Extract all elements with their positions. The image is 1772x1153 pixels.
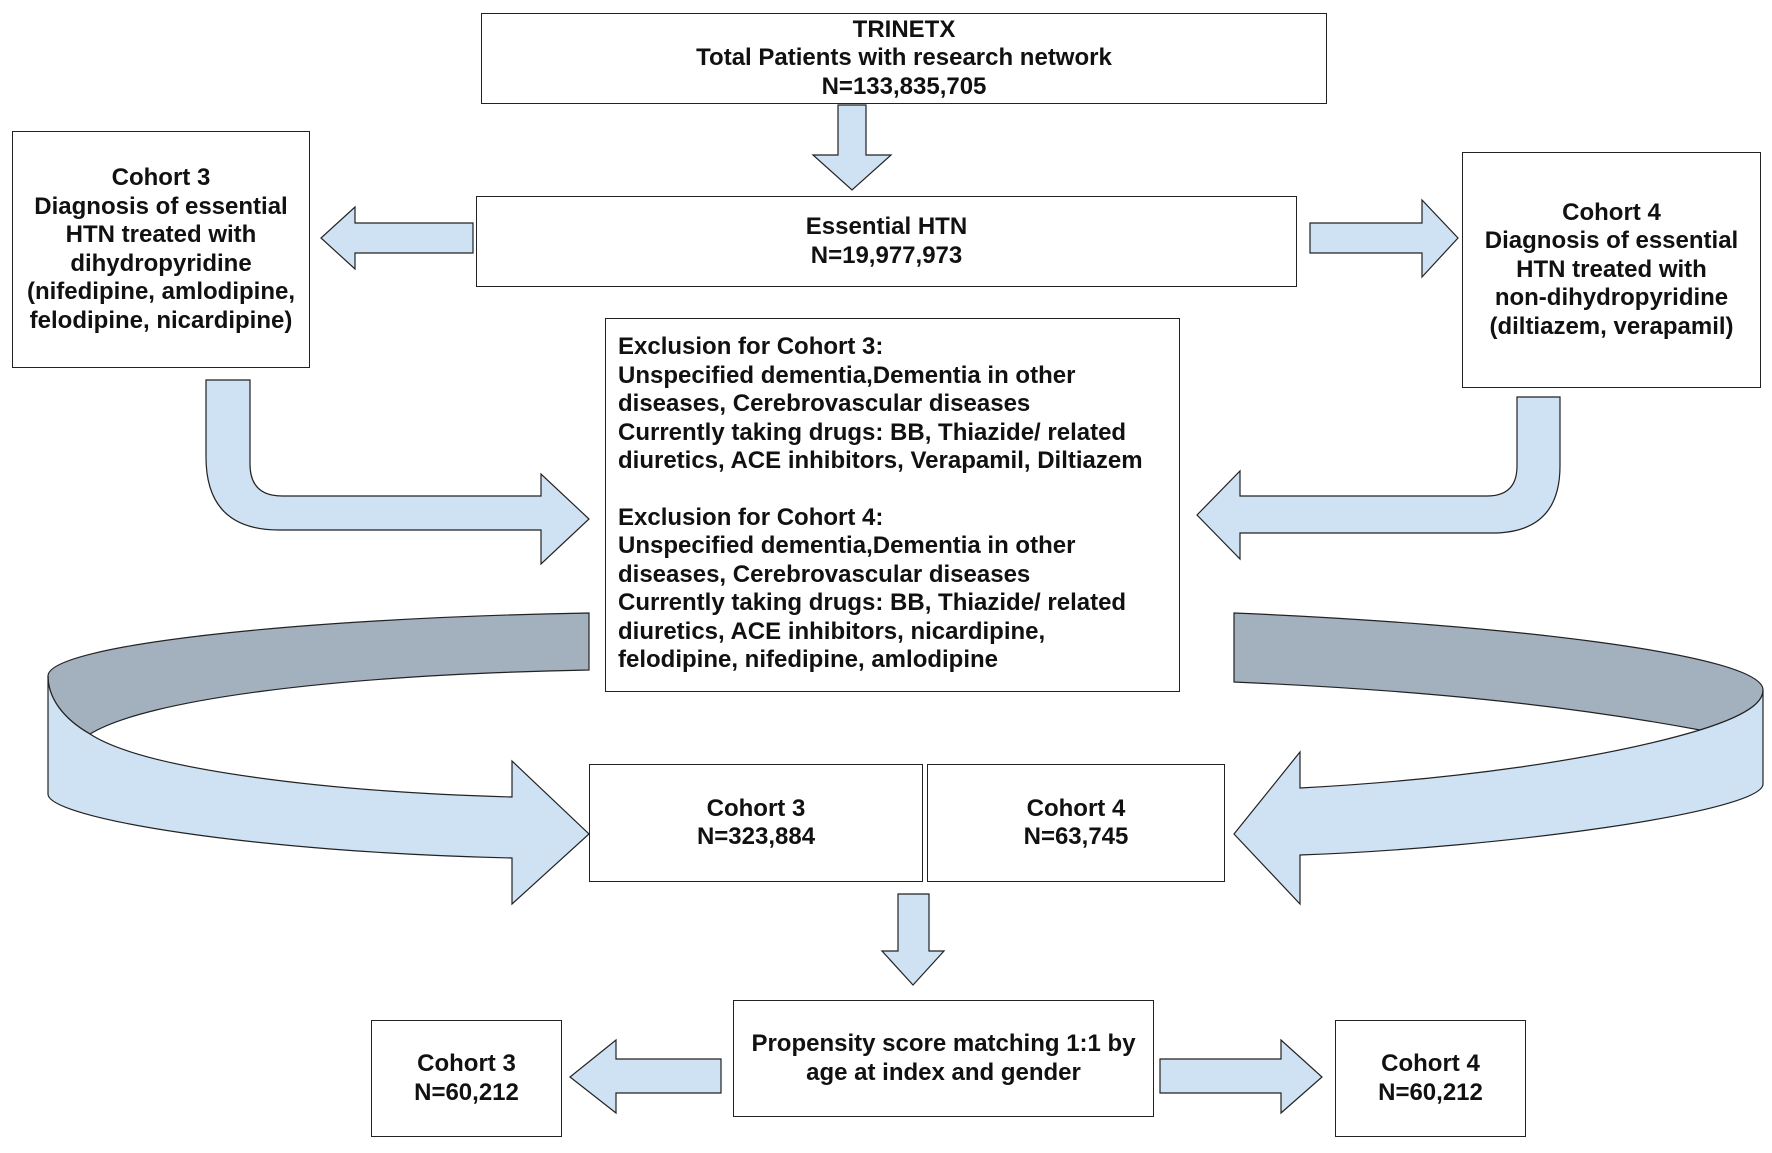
curved-arrow-right-front (1233, 689, 1764, 906)
trinetx-subtitle: Total Patients with research network (696, 44, 1112, 72)
cohort4-final-count: N=60,212 (1378, 1078, 1483, 1106)
cohort3-final-count: N=60,212 (414, 1078, 519, 1106)
cohort3-dx-line: HTN treated with (65, 221, 257, 248)
node-essential-htn: Essential HTN N=19,977,973 (476, 196, 1297, 287)
node-cohort3-after-exclusion: Cohort 3 N=323,884 (589, 764, 923, 882)
cohort4-dx-line: (diltiazem, verapamil) (1489, 312, 1734, 340)
exclusion-cohort4-line: Unspecified dementia,Dementia in other (618, 532, 1076, 559)
cohort4-dx-line: non-dihydropyridine (1494, 284, 1729, 312)
node-cohort4-matched: Cohort 4 N=60,212 (1335, 1020, 1526, 1137)
cohort3-dx-line: (nifedipine, amlodipine, (26, 278, 295, 305)
trinetx-count: N=133,835,705 (821, 72, 987, 100)
arrow-left-cohort3-final (569, 1038, 722, 1115)
exclusion-cohort3-title: Exclusion for Cohort 3: (618, 333, 884, 360)
cohort4-dx-title: Cohort 4 (1562, 198, 1661, 226)
trinetx-title: TRINETX (852, 15, 956, 43)
arrow-right-cohort4-final (1159, 1038, 1323, 1115)
cohort3-dx-line: felodipine, nicardipine) (29, 306, 293, 334)
cohort4-final-title: Cohort 4 (1381, 1050, 1480, 1077)
cohort4-after-count: N=63,745 (1023, 823, 1129, 850)
node-exclusion-criteria: Exclusion for Cohort 3: Unspecified deme… (605, 318, 1180, 692)
essential-htn-count: N=19,977,973 (810, 241, 963, 269)
arrow-right-cohort4 (1309, 198, 1459, 279)
essential-htn-title: Essential HTN (805, 213, 968, 240)
node-propensity-matching: Propensity score matching 1:1 by age at … (733, 1000, 1154, 1117)
elbow-arrow-cohort3-exclusion (205, 379, 590, 566)
exclusion-cohort4-line: felodipine, nifedipine, amlodipine (618, 646, 999, 673)
cohort4-dx-line: Diagnosis of essential (1484, 227, 1739, 255)
exclusion-cohort4-line: Currently taking drugs: BB, Thiazide/ re… (618, 589, 1127, 616)
node-cohort4-diagnosis: Cohort 4 Diagnosis of essential HTN trea… (1462, 152, 1761, 388)
node-trinetx: TRINETX Total Patients with research net… (481, 13, 1327, 104)
exclusion-cohort4-line: diseases, Cerebrovascular diseases (618, 560, 1031, 588)
curved-arrow-left-back (47, 612, 590, 735)
cohort3-after-title: Cohort 3 (706, 794, 806, 822)
cohort3-after-count: N=323,884 (696, 823, 816, 850)
arrow-down-trinetx (811, 104, 893, 191)
exclusion-cohort3-line: diseases, Cerebrovascular diseases (618, 390, 1031, 417)
curved-arrow-left-front (47, 675, 590, 906)
exclusion-cohort3-line: Unspecified dementia,Dementia in other (618, 361, 1076, 389)
curved-arrow-right-back (1233, 612, 1764, 731)
arrow-down-psm (880, 893, 946, 986)
node-cohort3-diagnosis: Cohort 3 Diagnosis of essential HTN trea… (12, 131, 310, 368)
cohort3-dx-line: dihydropyridine (70, 249, 252, 277)
exclusion-cohort4-title: Exclusion for Cohort 4: (618, 503, 884, 531)
cohort3-dx-line: Diagnosis of essential (34, 192, 288, 220)
node-cohort4-after-exclusion: Cohort 4 N=63,745 (927, 764, 1225, 882)
exclusion-cohort3-line: diuretics, ACE inhibitors, Verapamil, Di… (618, 447, 1143, 474)
cohort4-dx-line: HTN treated with (1516, 255, 1707, 283)
node-cohort3-matched: Cohort 3 N=60,212 (371, 1020, 562, 1137)
arrow-left-cohort3 (320, 205, 474, 271)
psm-line: age at index and gender (806, 1058, 1081, 1086)
cohort4-after-title: Cohort 4 (1026, 794, 1126, 822)
exclusion-cohort3-line: Currently taking drugs: BB, Thiazide/ re… (618, 418, 1127, 446)
elbow-arrow-cohort4-exclusion (1196, 396, 1561, 561)
cohort3-dx-title: Cohort 3 (111, 164, 211, 191)
psm-line: Propensity score matching 1:1 by (751, 1030, 1136, 1057)
exclusion-cohort4-line: diuretics, ACE inhibitors, nicardipine, (618, 617, 1046, 645)
cohort3-final-title: Cohort 3 (417, 1050, 516, 1077)
